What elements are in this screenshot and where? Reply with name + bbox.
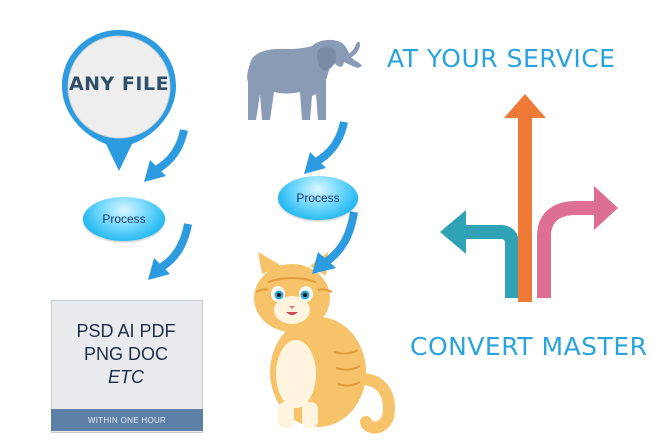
format-line: PNG DOC — [83, 344, 168, 364]
document-formats: PSD AI PDF PNG DOC ETC — [51, 320, 201, 389]
map-pin-icon — [62, 30, 176, 171]
direction-arrows-icon — [440, 94, 618, 302]
headline-bottom: CONVERT MASTER — [410, 332, 648, 361]
document-footer: WITHIN ONE HOUR — [51, 409, 203, 431]
arrow-down-left-icon — [148, 223, 192, 280]
process-button[interactable]: Process — [83, 197, 165, 241]
arrow-down-left-icon — [304, 121, 348, 174]
elephant-icon — [247, 39, 362, 121]
format-line: PSD AI PDF — [76, 321, 176, 341]
process-button[interactable]: Process — [278, 176, 358, 220]
headline-top: AT YOUR SERVICE — [387, 44, 616, 73]
cat-icon — [254, 252, 395, 434]
process-button-label: Process — [102, 212, 146, 226]
arrow-down-left-icon — [312, 211, 358, 274]
pin-label: ANY FILE — [68, 73, 170, 95]
arrow-down-left-icon — [144, 129, 188, 182]
format-line: ETC — [108, 367, 144, 387]
process-button-label: Process — [296, 191, 340, 205]
